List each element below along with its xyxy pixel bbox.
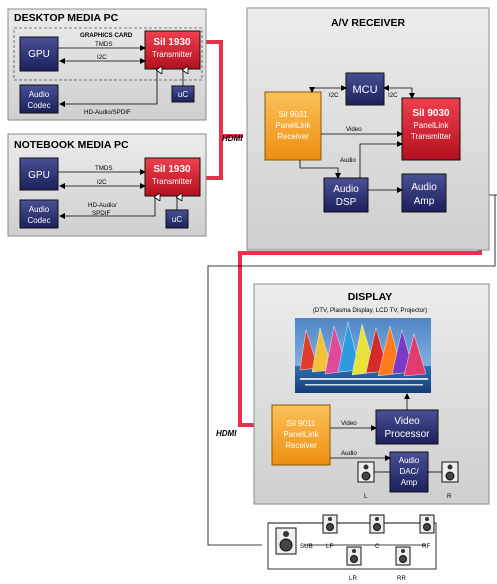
notebook-gpu-block	[19, 157, 59, 191]
speaker-left-icon	[357, 461, 375, 483]
hdmi-logo-top: HDMI	[222, 134, 243, 143]
hdmi-cable-notebook	[203, 136, 223, 180]
desktop-hd-audio-label: HD-Audio/SPDIF	[84, 109, 131, 116]
display-panel: DISPLAY (DTV, Plasma Display, LCD TV, Pr…	[253, 283, 490, 505]
notebook-media-pc-panel: NOTEBOOK MEDIA PC GPU SiI 1930 Transmitt…	[7, 133, 207, 237]
display-rx-line3: Receiver	[285, 441, 317, 450]
notebook-transmitter-block	[144, 157, 201, 197]
receiver-rx-line3: Receiver	[277, 132, 309, 141]
amp-line1: Audio	[411, 182, 437, 193]
notebook-i2c-label: I2C	[97, 179, 107, 186]
dsp-line2: DSP	[336, 197, 357, 208]
windsurf-photo	[295, 318, 431, 393]
receiver-video-label: Video	[346, 126, 362, 133]
desktop-gpu-block	[19, 36, 59, 72]
audio-dsp-block	[323, 177, 369, 213]
dac-line3: Amp	[401, 478, 418, 487]
display-subtitle: (DTV, Plasma Display, LCD TV, Projector)	[313, 307, 428, 314]
display-audio-label: Audio	[341, 450, 357, 457]
hdmi-logo-bottom: HDMI	[216, 429, 237, 438]
desktop-title: DESKTOP MEDIA PC	[14, 12, 119, 24]
notebook-uc-label: uC	[172, 215, 182, 224]
display-rx-line2: PanelLink	[283, 430, 319, 439]
dac-line1: Audio	[399, 456, 420, 465]
speaker-sub-icon	[275, 527, 297, 555]
dac-line2: DAC/	[399, 467, 419, 476]
speaker-rr-label: RR	[397, 575, 406, 582]
speaker-sub-label: SUB	[300, 543, 313, 550]
notebook-codec-line1: Audio	[29, 205, 50, 214]
hdmi-cable-desktop	[203, 40, 243, 138]
desktop-tx-line2: Transmitter	[152, 50, 192, 59]
receiver-rx-block	[264, 91, 322, 161]
notebook-codec-line2: Codec	[27, 216, 50, 225]
desktop-audio-codec-block	[19, 84, 59, 114]
desktop-i2c-label: I2C	[97, 54, 107, 61]
speaker-lr-label: LR	[349, 575, 357, 582]
desktop-transmitter-block	[144, 30, 201, 70]
receiver-tx-line3: Transmitter	[411, 132, 451, 141]
speaker-right-icon	[441, 461, 459, 483]
display-left-label: L	[364, 493, 368, 500]
mcu-label: MCU	[352, 84, 377, 96]
vp-line1: Video	[394, 416, 420, 427]
audio-amp-block	[401, 173, 447, 213]
display-video-label: Video	[341, 420, 357, 427]
desktop-media-pc-panel: DESKTOP MEDIA PC GRAPHICS CARD GPU SiI 1…	[7, 8, 207, 121]
receiver-i2c-right: I2C	[388, 92, 398, 99]
notebook-tmds-label: TMDS	[95, 165, 113, 172]
graphics-card-label: GRAPHICS CARD	[80, 32, 133, 39]
receiver-tx-block	[401, 97, 461, 161]
receiver-audio-label: Audio	[340, 157, 356, 164]
receiver-rx-line1: SiI 9031	[278, 110, 308, 119]
receiver-i2c-left: I2C	[329, 92, 339, 99]
notebook-tx-line1: SiI 1930	[153, 164, 191, 175]
speaker-lf-label: LF	[326, 543, 333, 550]
receiver-title: A/V RECEIVER	[331, 17, 406, 29]
speaker-rr-icon	[395, 546, 411, 566]
display-rx-block	[271, 404, 331, 466]
display-rx-line1: SiI 9011	[287, 419, 316, 428]
receiver-tx-line1: SiI 9030	[412, 108, 450, 119]
desktop-uc-label: uC	[178, 90, 188, 99]
receiver-rx-line2: PanelLink	[275, 121, 311, 130]
speaker-rf-icon	[419, 514, 435, 534]
notebook-hd-audio-line1: HD-Audio/	[88, 202, 117, 209]
display-right-label: R	[447, 493, 452, 500]
dsp-line1: Audio	[333, 184, 359, 195]
notebook-audio-codec-block	[19, 199, 59, 229]
desktop-codec-line2: Codec	[27, 101, 50, 110]
receiver-tx-line2: PanelLink	[413, 121, 449, 130]
notebook-gpu-label: GPU	[28, 170, 50, 181]
notebook-title: NOTEBOOK MEDIA PC	[14, 139, 129, 151]
desktop-codec-line1: Audio	[29, 90, 50, 99]
speaker-c-icon	[369, 514, 385, 534]
av-receiver-panel: A/V RECEIVER MCU SiI 9031 PanelLink Rece…	[246, 7, 490, 251]
amp-line2: Amp	[414, 196, 435, 207]
desktop-gpu-label: GPU	[28, 49, 50, 60]
desktop-tmds-label: TMDS	[95, 41, 113, 48]
speaker-array: SUB LF C RF LR RR	[267, 514, 437, 582]
speaker-lr-icon	[346, 546, 362, 566]
desktop-tx-line1: SiI 1930	[153, 37, 191, 48]
speaker-rf-label: RF	[422, 543, 430, 550]
speaker-c-label: C	[375, 543, 380, 550]
notebook-tx-line2: Transmitter	[152, 177, 192, 186]
display-title: DISPLAY	[348, 291, 393, 303]
speaker-lf-icon	[322, 514, 338, 534]
notebook-hd-audio-line2: SPDIF	[92, 210, 110, 217]
vp-line2: Processor	[384, 429, 430, 440]
